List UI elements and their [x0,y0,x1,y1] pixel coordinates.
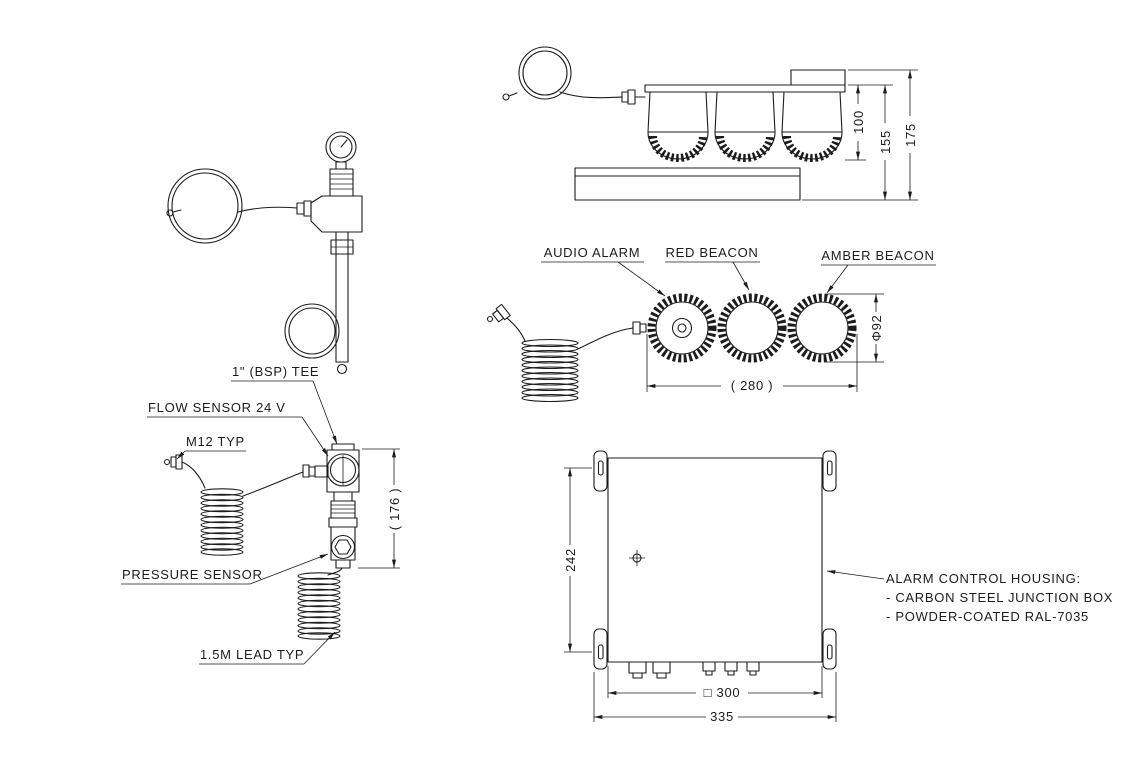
down-pipe [330,231,354,375]
m12-plug [621,89,646,105]
flow-sensor-assembly-front-view: 1" (BSP) TEE FLOW SENSOR 24 V M12 TYP PR… [121,364,402,665]
tee-body [310,195,363,233]
callout-audio-alarm: AUDIO ALARM [544,245,641,260]
dim-overall-height: 175 [903,123,918,147]
callout-pressure-sensor: PRESSURE SENSOR [122,567,263,582]
mounting-plate [644,84,846,93]
beacon-assembly-front-view: AUDIO ALARM RED BEACON AMBER BEACON [486,245,936,403]
cable-coil-loop [166,168,243,244]
dim-overall-width: 335 [710,709,734,724]
dim-hole-spacing: 242 [563,548,578,572]
cable-run [577,327,634,350]
callout-red-beacon: RED BEACON [666,245,759,260]
dim-body-width: □ 300 [704,685,741,700]
mounting-ear-bottom-left [593,628,608,670]
cable-run [506,317,526,342]
cable-run [242,471,304,497]
callout-lead: 1.5M LEAD TYP [200,647,304,662]
m12-connector [492,303,511,323]
cable-glands [628,661,760,679]
cable-coil-loop [502,46,572,101]
mounting-bracket [790,69,846,86]
housing-note-line-1: ALARM CONTROL HOUSING: [886,571,1081,586]
cable-spring-coil [200,488,244,556]
junction-box-dimensions: 242 □ 300 335 [563,467,837,724]
cable-run [237,206,298,213]
sensor-view-dimension: ( 176 ) [358,448,402,569]
cable-run [181,461,206,489]
lead-coil-loop [284,303,340,359]
dim-assembly-height: 155 [878,130,893,154]
callout-tee: 1" (BSP) TEE [232,364,319,379]
dim-beacon-diameter: Φ92 [869,315,884,342]
beacon-side-2 [714,91,776,162]
base-enclosure-side [574,167,801,201]
callout-flow-sensor: FLOW SENSOR 24 V [148,400,286,415]
mounting-ear-bottom-right [822,628,837,670]
dim-overall-width: ( 280 ) [731,378,773,393]
cable-run [559,91,623,99]
beacon-assembly-side-view: 100 155 175 [502,46,918,201]
flow-sensor-assembly-perspective-view [166,131,363,375]
amber-beacon [787,293,857,363]
tee-and-flow-sensor [326,443,360,493]
callout-amber-beacon: AMBER BEACON [821,248,934,263]
m12-plug [632,321,647,335]
door-lock-crosshair [629,550,645,566]
housing-note-line-2: - CARBON STEEL JUNCTION BOX [886,590,1113,605]
dim-beacon-height: 100 [851,110,866,134]
beacon-side-1 [647,91,709,162]
lead-spring-coil [297,572,341,640]
side-view-dimensions: 100 155 175 [802,69,918,201]
junction-box-front-view: 242 □ 300 335 ALARM CONTROL HOUSING: - C… [563,450,1113,724]
m12-plug [296,200,312,217]
mounting-ear-top-left [593,450,608,492]
cable-spring-coil [521,338,579,403]
front-view-dimensions: ( 280 ) Φ92 [646,293,884,393]
beacon-side-3 [781,91,843,162]
dim-sensor-height: ( 176 ) [387,488,402,530]
mounting-ear-top-right [822,450,837,492]
connector-tip [486,315,494,323]
pipe-and-pressure-sensor [327,491,358,576]
red-beacon [717,293,787,363]
audio-alarm-beacon [647,293,717,363]
housing-note-line-3: - POWDER-COATED RAL-7035 [886,609,1089,624]
m12-plug [302,464,329,478]
gauge-head [325,131,357,197]
housing-note: ALARM CONTROL HOUSING: - CARBON STEEL JU… [826,570,1113,624]
callout-m12: M12 TYP [186,434,245,449]
